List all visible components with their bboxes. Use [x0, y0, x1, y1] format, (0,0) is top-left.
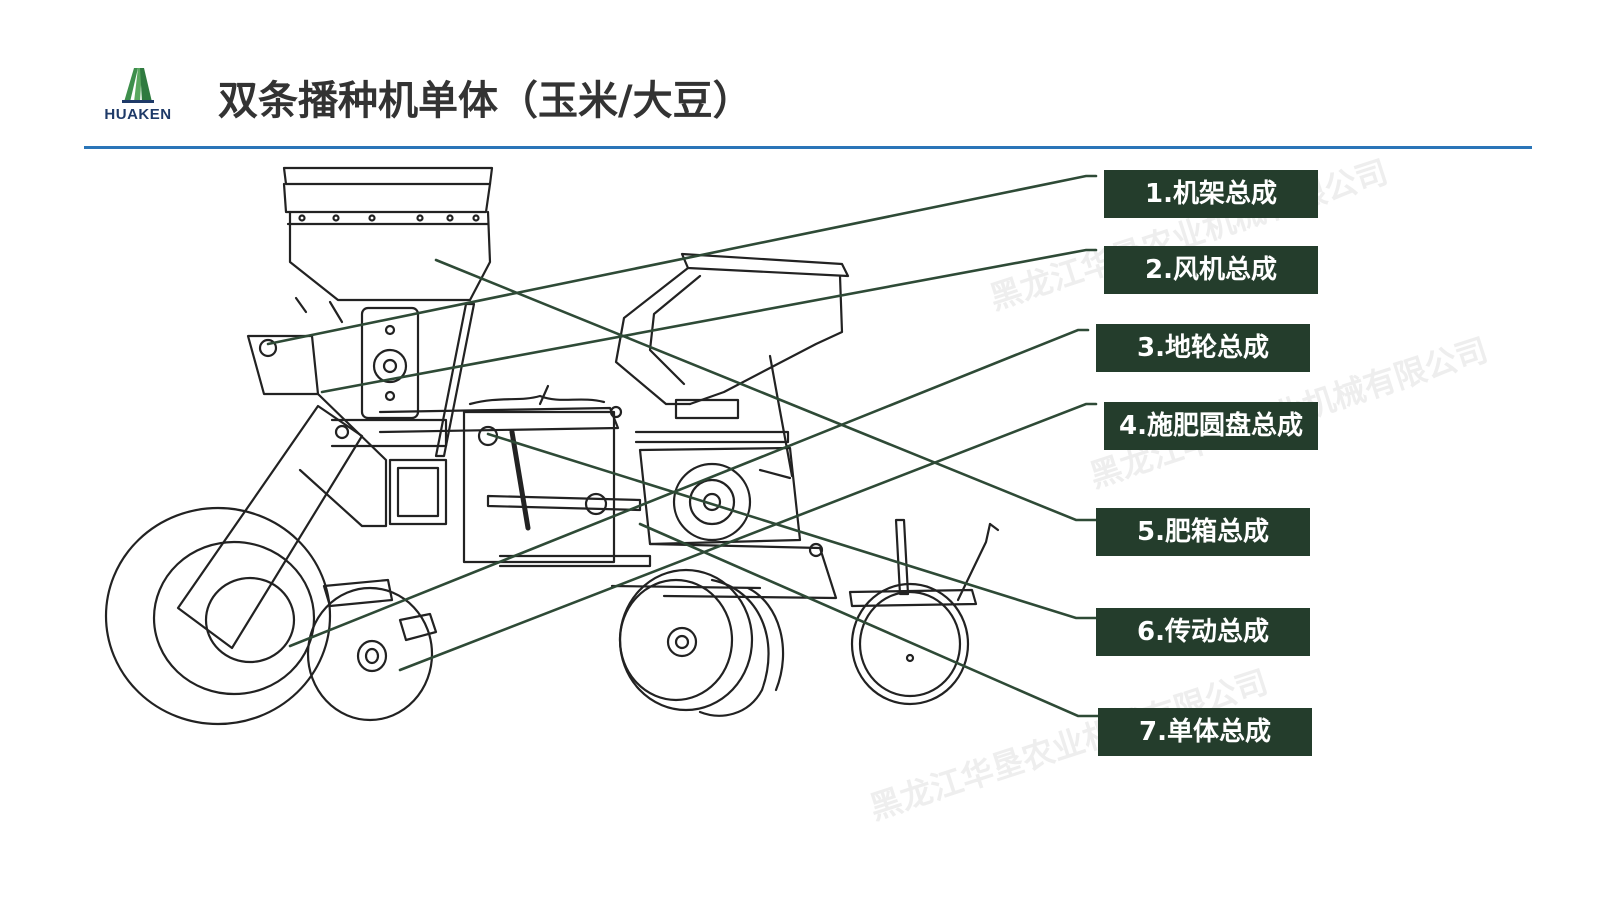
meter-assembly — [330, 302, 476, 458]
label-frame-assembly: 1.机架总成 — [1104, 170, 1318, 218]
leader-line-6 — [486, 432, 1100, 620]
label-ground-wheel-assembly: 3.地轮总成 — [1096, 324, 1310, 372]
label-transmission-assembly: 6.传动总成 — [1096, 608, 1310, 656]
fertilizer-hopper — [614, 252, 850, 478]
logo: HUAKEN — [96, 66, 180, 126]
label-fan-assembly: 2.风机总成 — [1104, 246, 1318, 294]
page-title: 双条播种机单体（玉米/大豆） — [218, 78, 753, 124]
leader-line-5 — [434, 258, 1100, 522]
label-unit-assembly: 7.单体总成 — [1098, 708, 1312, 756]
leader-line-4 — [398, 402, 1098, 672]
leader-line-3 — [288, 328, 1090, 648]
middle-frame — [462, 384, 652, 568]
seed-disc — [306, 578, 438, 722]
leader-line-7 — [638, 522, 1100, 718]
logo-mark-icon — [122, 68, 154, 103]
seed-hopper — [282, 166, 494, 324]
title-divider — [84, 146, 1532, 149]
center-wheels — [610, 568, 785, 717]
logo-text: HUAKEN — [104, 106, 172, 123]
leader-line-2 — [320, 248, 1098, 394]
leader-line-1 — [266, 174, 1098, 346]
press-wheel — [848, 518, 1000, 706]
label-fertilizer-disc-assembly: 4.施肥圆盘总成 — [1104, 402, 1318, 450]
label-fertilizer-box-assembly: 5.肥箱总成 — [1096, 508, 1310, 556]
left-gauge-wheel — [104, 404, 364, 726]
drive-hub — [638, 446, 838, 600]
